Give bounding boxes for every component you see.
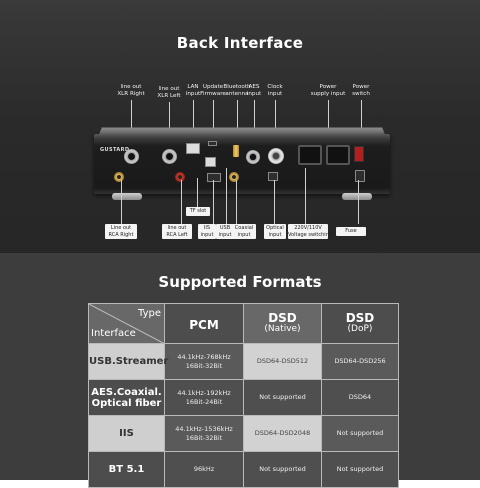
device-foot-left xyxy=(112,193,142,200)
tag-usb-input: USB input xyxy=(216,224,234,239)
brand-logo: GUSTARD xyxy=(100,147,130,153)
bluetooth-antenna-connector xyxy=(233,145,239,157)
aes-connector xyxy=(246,150,260,164)
leader-line xyxy=(274,180,275,224)
leader-line xyxy=(254,100,255,144)
tag-line-out-rca-left: line out RCA Left xyxy=(162,224,192,239)
optical-port xyxy=(268,172,278,181)
col-header-dsd-native: DSD(Native) xyxy=(243,303,322,344)
cell-pcm: 44.1kHz-192kHz 16Bit-24Bit xyxy=(164,379,244,416)
power-switch xyxy=(354,146,364,162)
cell-dsd-dop: Not supported xyxy=(321,451,399,488)
leader-line xyxy=(305,168,306,224)
table-row: IIS 44.1kHz-1536kHz 16Bit-32Bit DSD64-DS… xyxy=(88,415,399,452)
xlr-right-connector xyxy=(124,149,139,164)
cell-dsd-native: DSD64-DSD512 xyxy=(243,343,322,380)
row-interface-label: USB.Streamer xyxy=(88,343,168,380)
cell-dsd-dop: DSD64-DSD256 xyxy=(321,343,399,380)
tag-iis-input: IIS input xyxy=(198,224,216,239)
leader-line xyxy=(213,100,214,140)
iis-hdmi-port xyxy=(207,173,221,182)
tag-line-out-rca-right: Line out RCA Right xyxy=(105,224,137,239)
corner-interface-label: Interface xyxy=(91,328,136,339)
leader-line xyxy=(275,100,276,142)
leader-line xyxy=(181,180,182,224)
back-interface-title: Back Interface xyxy=(176,34,304,52)
table-header-row: Type Interface PCM DSD(Native) DSD(DoP) xyxy=(88,303,399,344)
row-interface-label: IIS xyxy=(88,415,165,452)
usb-b-port xyxy=(205,157,216,167)
callout-power-supply-input: Power supply input xyxy=(310,84,346,97)
leader-line xyxy=(169,102,170,142)
callout-lan-input: LAN input xyxy=(185,84,201,97)
supported-formats-title: Supported Formats xyxy=(158,273,322,291)
cell-dsd-dop: DSD64 xyxy=(321,379,399,416)
leader-line xyxy=(237,100,238,146)
leader-line xyxy=(361,100,362,144)
firmware-usb-port xyxy=(208,141,217,146)
tag-tf-slot: TF slot xyxy=(186,207,210,216)
callout-update-firmware: Update Firmware xyxy=(200,84,226,97)
leader-line xyxy=(358,180,359,224)
col-header-pcm: PCM xyxy=(164,303,244,344)
power-inlet-left xyxy=(298,145,322,165)
callout-bluetooth-antenna: Bluetooth antenna xyxy=(223,84,251,97)
leader-line xyxy=(213,180,214,224)
leader-line xyxy=(197,178,198,208)
cell-dsd-native: DSD64-DSD2048 xyxy=(243,415,322,452)
leader-line xyxy=(193,100,194,140)
rca-right-connector xyxy=(114,172,124,182)
table-row: AES.Coaxial. Optical fiber 44.1kHz-192kH… xyxy=(88,379,399,416)
callout-aes-input: AES input xyxy=(246,84,262,97)
rca-left-connector xyxy=(175,172,185,182)
formats-table: Type Interface PCM DSD(Native) DSD(DoP) … xyxy=(88,303,399,488)
table-row: BT 5.1 96kHz Not supported Not supported xyxy=(88,451,399,488)
device-foot-right xyxy=(342,193,372,200)
cell-pcm: 44.1kHz-1536kHz 16Bit-32Bit xyxy=(164,415,244,452)
xlr-left-connector xyxy=(162,149,177,164)
diagonal-divider xyxy=(89,304,164,343)
tag-voltage-switching: 220V/110V Voltage switching xyxy=(288,224,333,239)
leader-line xyxy=(328,100,329,144)
cell-dsd-dop: Not supported xyxy=(321,415,399,452)
cell-pcm: 96kHz xyxy=(164,451,244,488)
corner-type-label: Type xyxy=(138,308,161,319)
clock-bnc-connector xyxy=(268,148,284,164)
leader-line xyxy=(236,180,237,224)
callout-line-out-xlr-left: line out XLR Left xyxy=(157,86,181,99)
callout-power-switch: Power switch xyxy=(352,84,370,97)
lan-port xyxy=(186,143,200,154)
leader-line xyxy=(226,168,227,224)
col-header-dsd-dop: DSD(DoP) xyxy=(321,303,399,344)
leader-line xyxy=(131,100,132,142)
row-interface-label: BT 5.1 xyxy=(88,451,165,488)
leader-line xyxy=(121,180,122,224)
callout-clock-input: Clock input xyxy=(267,84,283,97)
cell-pcm: 44.1kHz-768kHz 16Bit-32Bit xyxy=(164,343,244,380)
table-row: USB.Streamer 44.1kHz-768kHz 16Bit-32Bit … xyxy=(88,343,399,380)
fuse-holder xyxy=(355,170,365,182)
tag-optical-input: Optical input xyxy=(264,224,286,239)
callout-line-out-xlr-right: line out XLR Right xyxy=(117,84,145,97)
power-inlet-right xyxy=(326,145,350,165)
cell-dsd-native: Not supported xyxy=(243,379,322,416)
corner-header-cell: Type Interface xyxy=(88,303,165,344)
cell-dsd-native: Not supported xyxy=(243,451,322,488)
tag-coaxial-input: Coaxial input xyxy=(232,224,256,239)
row-interface-label: AES.Coaxial. Optical fiber xyxy=(88,379,165,416)
tag-fuse: Fuse xyxy=(336,227,366,236)
coaxial-connector xyxy=(229,172,239,182)
